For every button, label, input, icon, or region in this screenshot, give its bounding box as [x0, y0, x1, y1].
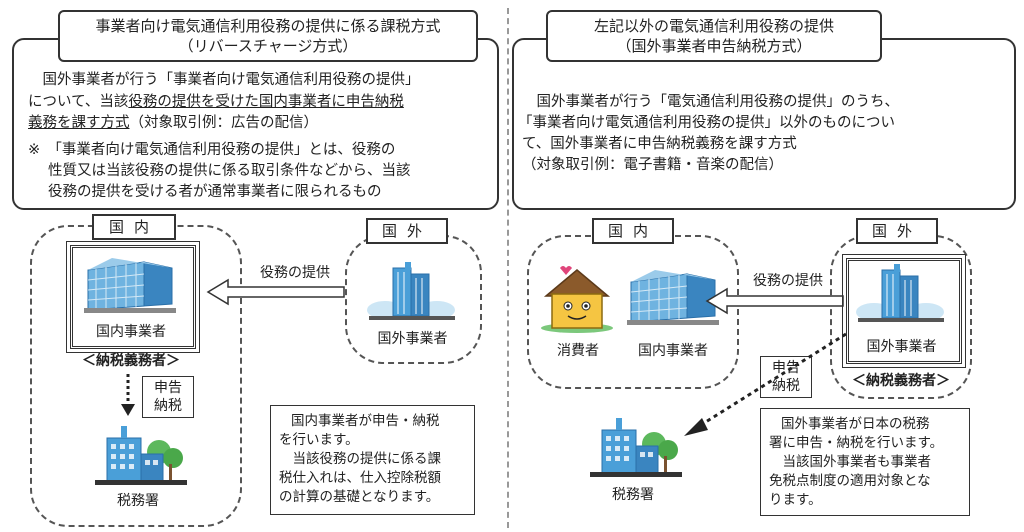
- left-note-line3: 役務の提供を受ける者が通常事業者に限られるもの: [48, 184, 382, 200]
- right-title: 左記以外の電気通信利用役務の提供 （国外事業者申告納税方式）: [546, 10, 882, 62]
- right-info-line1: 国外事業者が日本の税務: [781, 416, 930, 432]
- tax-office-icon: [95, 426, 187, 485]
- left-desc-line3a: 義務を課す方式: [28, 115, 130, 131]
- foreign-building-icon: [856, 264, 944, 322]
- right-info-line4: 免税点制度の適用対象とな: [769, 473, 931, 489]
- center-divider: [507, 8, 509, 528]
- right-declare-box: 申告 納税: [760, 356, 812, 398]
- left-declare-box: 申告 納税: [142, 376, 194, 418]
- right-description-box: [512, 38, 1016, 210]
- right-info-box: 国外事業者が日本の税務 署に申告・納税を行います。 当該国外事業者も事業者 免税…: [760, 408, 970, 516]
- right-foreign-label: 国外: [856, 218, 938, 244]
- right-info-line5: ります。: [769, 492, 822, 508]
- right-desc-line2: 「事業者向け電気通信利用役務の提供」以外のものについ: [518, 115, 895, 131]
- left-info-line2: を行います。: [279, 432, 359, 448]
- right-domestic-label: 国内: [592, 218, 674, 244]
- foreign-building-icon: [367, 262, 455, 320]
- left-note-line1: ※ 「事業者向け電気通信利用役務の提供」とは、役務の: [28, 142, 396, 158]
- left-desc-line2b: 役務の提供を受けた国内事業者に申告納税: [128, 94, 404, 110]
- left-foreign-business-caption: 国外事業者: [377, 331, 448, 347]
- right-tax-office-caption: 税務署: [612, 487, 654, 503]
- left-info-box: 国内事業者が申告・納税 を行います。 当該役務の提供に係る課 税仕入れは、仕入控…: [270, 405, 475, 515]
- right-info-line2: 署に申告・納税を行います。: [769, 435, 944, 451]
- right-title-line1: 左記以外の電気通信利用役務の提供: [593, 17, 834, 35]
- left-info-line4: 税仕入れは、仕入控除税額: [279, 470, 441, 486]
- right-domestic-business-caption: 国内事業者: [638, 343, 708, 359]
- right-taxpayer-label: ＜納税義務者＞: [852, 373, 950, 389]
- left-desc-line1: 国外事業者が行う「事業者向け電気通信利用役務の提供」: [28, 72, 420, 88]
- left-info-line5: の計算の基礎となります。: [279, 489, 440, 505]
- left-service-label: 役務の提供: [260, 265, 330, 281]
- right-service-label: 役務の提供: [753, 273, 823, 289]
- left-title-line2: （リバースチャージ方式）: [178, 37, 358, 55]
- left-desc-line3: 義務を課す方式（対象取引例：広告の配信）: [28, 113, 318, 134]
- left-taxpayer-label: ＜納税義務者＞: [82, 353, 180, 369]
- right-info-line3: 当該国外事業者も事業者: [769, 454, 931, 470]
- declare-arrow-icon: [684, 332, 847, 436]
- declare-arrow-icon: [121, 374, 135, 416]
- tax-office-icon: [590, 418, 682, 477]
- left-foreign-label: 国外: [366, 218, 448, 244]
- right-desc-line4: （対象取引例：電子書籍・音楽の配信）: [522, 157, 783, 173]
- left-desc-line2a: について、当該: [28, 94, 129, 110]
- left-title: 事業者向け電気通信利用役務の提供に係る課税方式 （リバースチャージ方式）: [58, 10, 478, 62]
- right-foreign-business-caption: 国外事業者: [866, 339, 937, 355]
- office-building-icon: [84, 258, 176, 313]
- office-building-icon: [627, 270, 719, 325]
- left-tax-office-caption: 税務署: [117, 493, 159, 509]
- left-domestic-label: 国内: [92, 214, 176, 240]
- service-arrow-icon: [705, 287, 844, 315]
- right-title-line2: （国外事業者申告納税方式）: [616, 37, 812, 55]
- left-info-line3: 当該役務の提供に係る課: [279, 451, 441, 467]
- left-info-line1: 国内事業者が申告・納税: [291, 413, 440, 429]
- right-desc-line1: 国外事業者が行う「電気通信利用役務の提供」のうち、: [522, 94, 899, 110]
- consumer-house-icon: [541, 266, 613, 333]
- left-title-line1: 事業者向け電気通信利用役務の提供に係る課税方式: [95, 17, 441, 35]
- right-desc-line3: て、国外事業者に申告納税義務を課す方式: [522, 136, 797, 152]
- right-consumer-caption: 消費者: [557, 343, 599, 359]
- left-description-box: [12, 38, 499, 210]
- service-arrow-icon: [206, 278, 345, 306]
- left-desc-line3b: （対象取引例：広告の配信）: [129, 115, 319, 131]
- left-note-line2: 性質又は当該役務の提供に係る取引条件などから、当該: [48, 163, 411, 179]
- left-desc-line2: について、当該役務の提供を受けた国内事業者に申告納税: [28, 92, 404, 113]
- left-domestic-business-caption: 国内事業者: [96, 324, 166, 340]
